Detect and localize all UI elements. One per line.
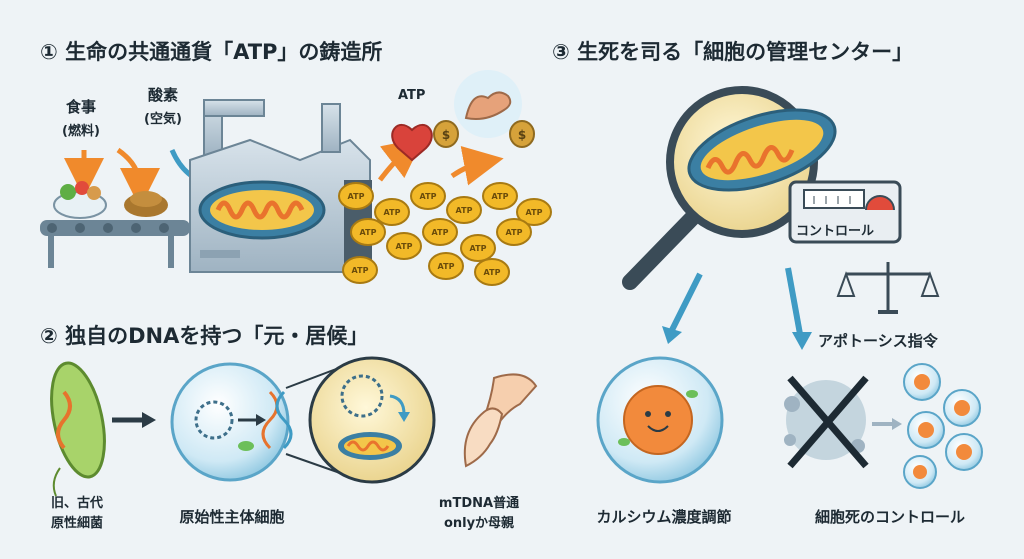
bacteria-label-line1: 旧、古代 (50, 496, 103, 511)
bacteria-label-line2: 原性細菌 (50, 516, 103, 531)
dna-helix-icon (261, 390, 293, 450)
oxygen-pipe (169, 99, 265, 201)
atp-coin: ATP (374, 198, 410, 226)
cell-death-label: 細胞死のコントロール (814, 508, 965, 526)
atp-coin: ATP (428, 252, 464, 280)
host-cell-label: 原始性主体細胞 (179, 508, 285, 526)
svg-text:ATP: ATP (484, 268, 501, 277)
healthy-cell-icon (596, 356, 724, 484)
section3-title: ③ 生死を司る「細胞の管理センター」 (552, 40, 914, 64)
svg-text:ATP: ATP (420, 192, 437, 201)
atp-coin: ATP (446, 196, 482, 224)
heart-icon (391, 123, 433, 162)
mitochondrial-dna-zoom (308, 356, 436, 484)
food-arrow (64, 147, 160, 208)
atp-coin: ATP (350, 218, 386, 246)
food-sublabel: (燃料) (62, 124, 100, 139)
calcium-label: カルシウム濃度調節 (596, 508, 732, 526)
atp-coin: ATP (410, 182, 446, 210)
conveyor-belt (40, 220, 190, 268)
apoptosis-label: アポトーシス指令 (818, 332, 938, 350)
svg-text:ATP: ATP (526, 208, 543, 217)
svg-text:ATP: ATP (432, 228, 449, 237)
muscle-arm-icon (454, 70, 522, 138)
section1-title: ① 生命の共通通貨「ATP」の鋳造所 (40, 40, 383, 64)
oxygen-label: 酸素 (147, 86, 178, 104)
money-bag-icon-2: $ (509, 120, 535, 148)
atp-coin: ATP (516, 198, 552, 226)
mother-child-hands-icon (463, 373, 538, 468)
atp-coin: ATP (460, 234, 496, 262)
svg-text:$: $ (518, 128, 526, 142)
svg-text:ATP: ATP (438, 262, 455, 271)
atp-coin: ATP (482, 182, 518, 210)
new-cells-icon (903, 363, 983, 489)
mitochondrion-in-factory (198, 180, 326, 240)
atp-coins: ATP ATP ATP ATP ATP ATP ATP ATP ATP ATP ATP ATP ATP A… (338, 182, 552, 286)
control-panel (788, 180, 902, 244)
food-label: 食事 (65, 98, 96, 116)
food-bowl-icon (53, 181, 107, 219)
atp-coin: ATP (386, 232, 422, 260)
svg-text:ATP: ATP (470, 244, 487, 253)
fuel-pile-icon (124, 191, 168, 217)
svg-text:ATP: ATP (352, 266, 369, 275)
atp-label: ATP (398, 88, 426, 103)
section2-title: ② 独自のDNAを持つ「元・居候」 (40, 324, 369, 348)
host-cell (170, 362, 290, 482)
svg-text:$: $ (442, 128, 450, 142)
arrow-bacterium-to-host (112, 412, 156, 428)
balance-scale-icon (836, 262, 940, 314)
control-panel-label: コントロール (796, 224, 875, 239)
ancient-bacterium (50, 361, 106, 497)
svg-text:ATP: ATP (360, 228, 377, 237)
svg-text:ATP: ATP (384, 208, 401, 217)
atp-coin: ATP (496, 218, 532, 246)
svg-text:ATP: ATP (456, 206, 473, 215)
dying-cell-icon (784, 375, 902, 469)
svg-text:ATP: ATP (348, 192, 365, 201)
mtdna-label-line2: onlyか母親 (443, 516, 515, 531)
svg-text:ATP: ATP (396, 242, 413, 251)
atp-coin: ATP (474, 258, 510, 286)
mtdna-label-line1: mTDNA普通 (438, 496, 520, 511)
magnifying-glass-icon (622, 86, 837, 290)
atp-coin: ATP (342, 256, 378, 284)
svg-text:ATP: ATP (492, 192, 509, 201)
atp-coin: ATP (338, 182, 374, 210)
arrows-to-outcomes (662, 267, 812, 350)
money-bag-icon: $ (433, 120, 459, 148)
svg-text:ATP: ATP (506, 228, 523, 237)
atp-coin: ATP (422, 218, 458, 246)
oxygen-sublabel: (空気) (144, 112, 182, 127)
